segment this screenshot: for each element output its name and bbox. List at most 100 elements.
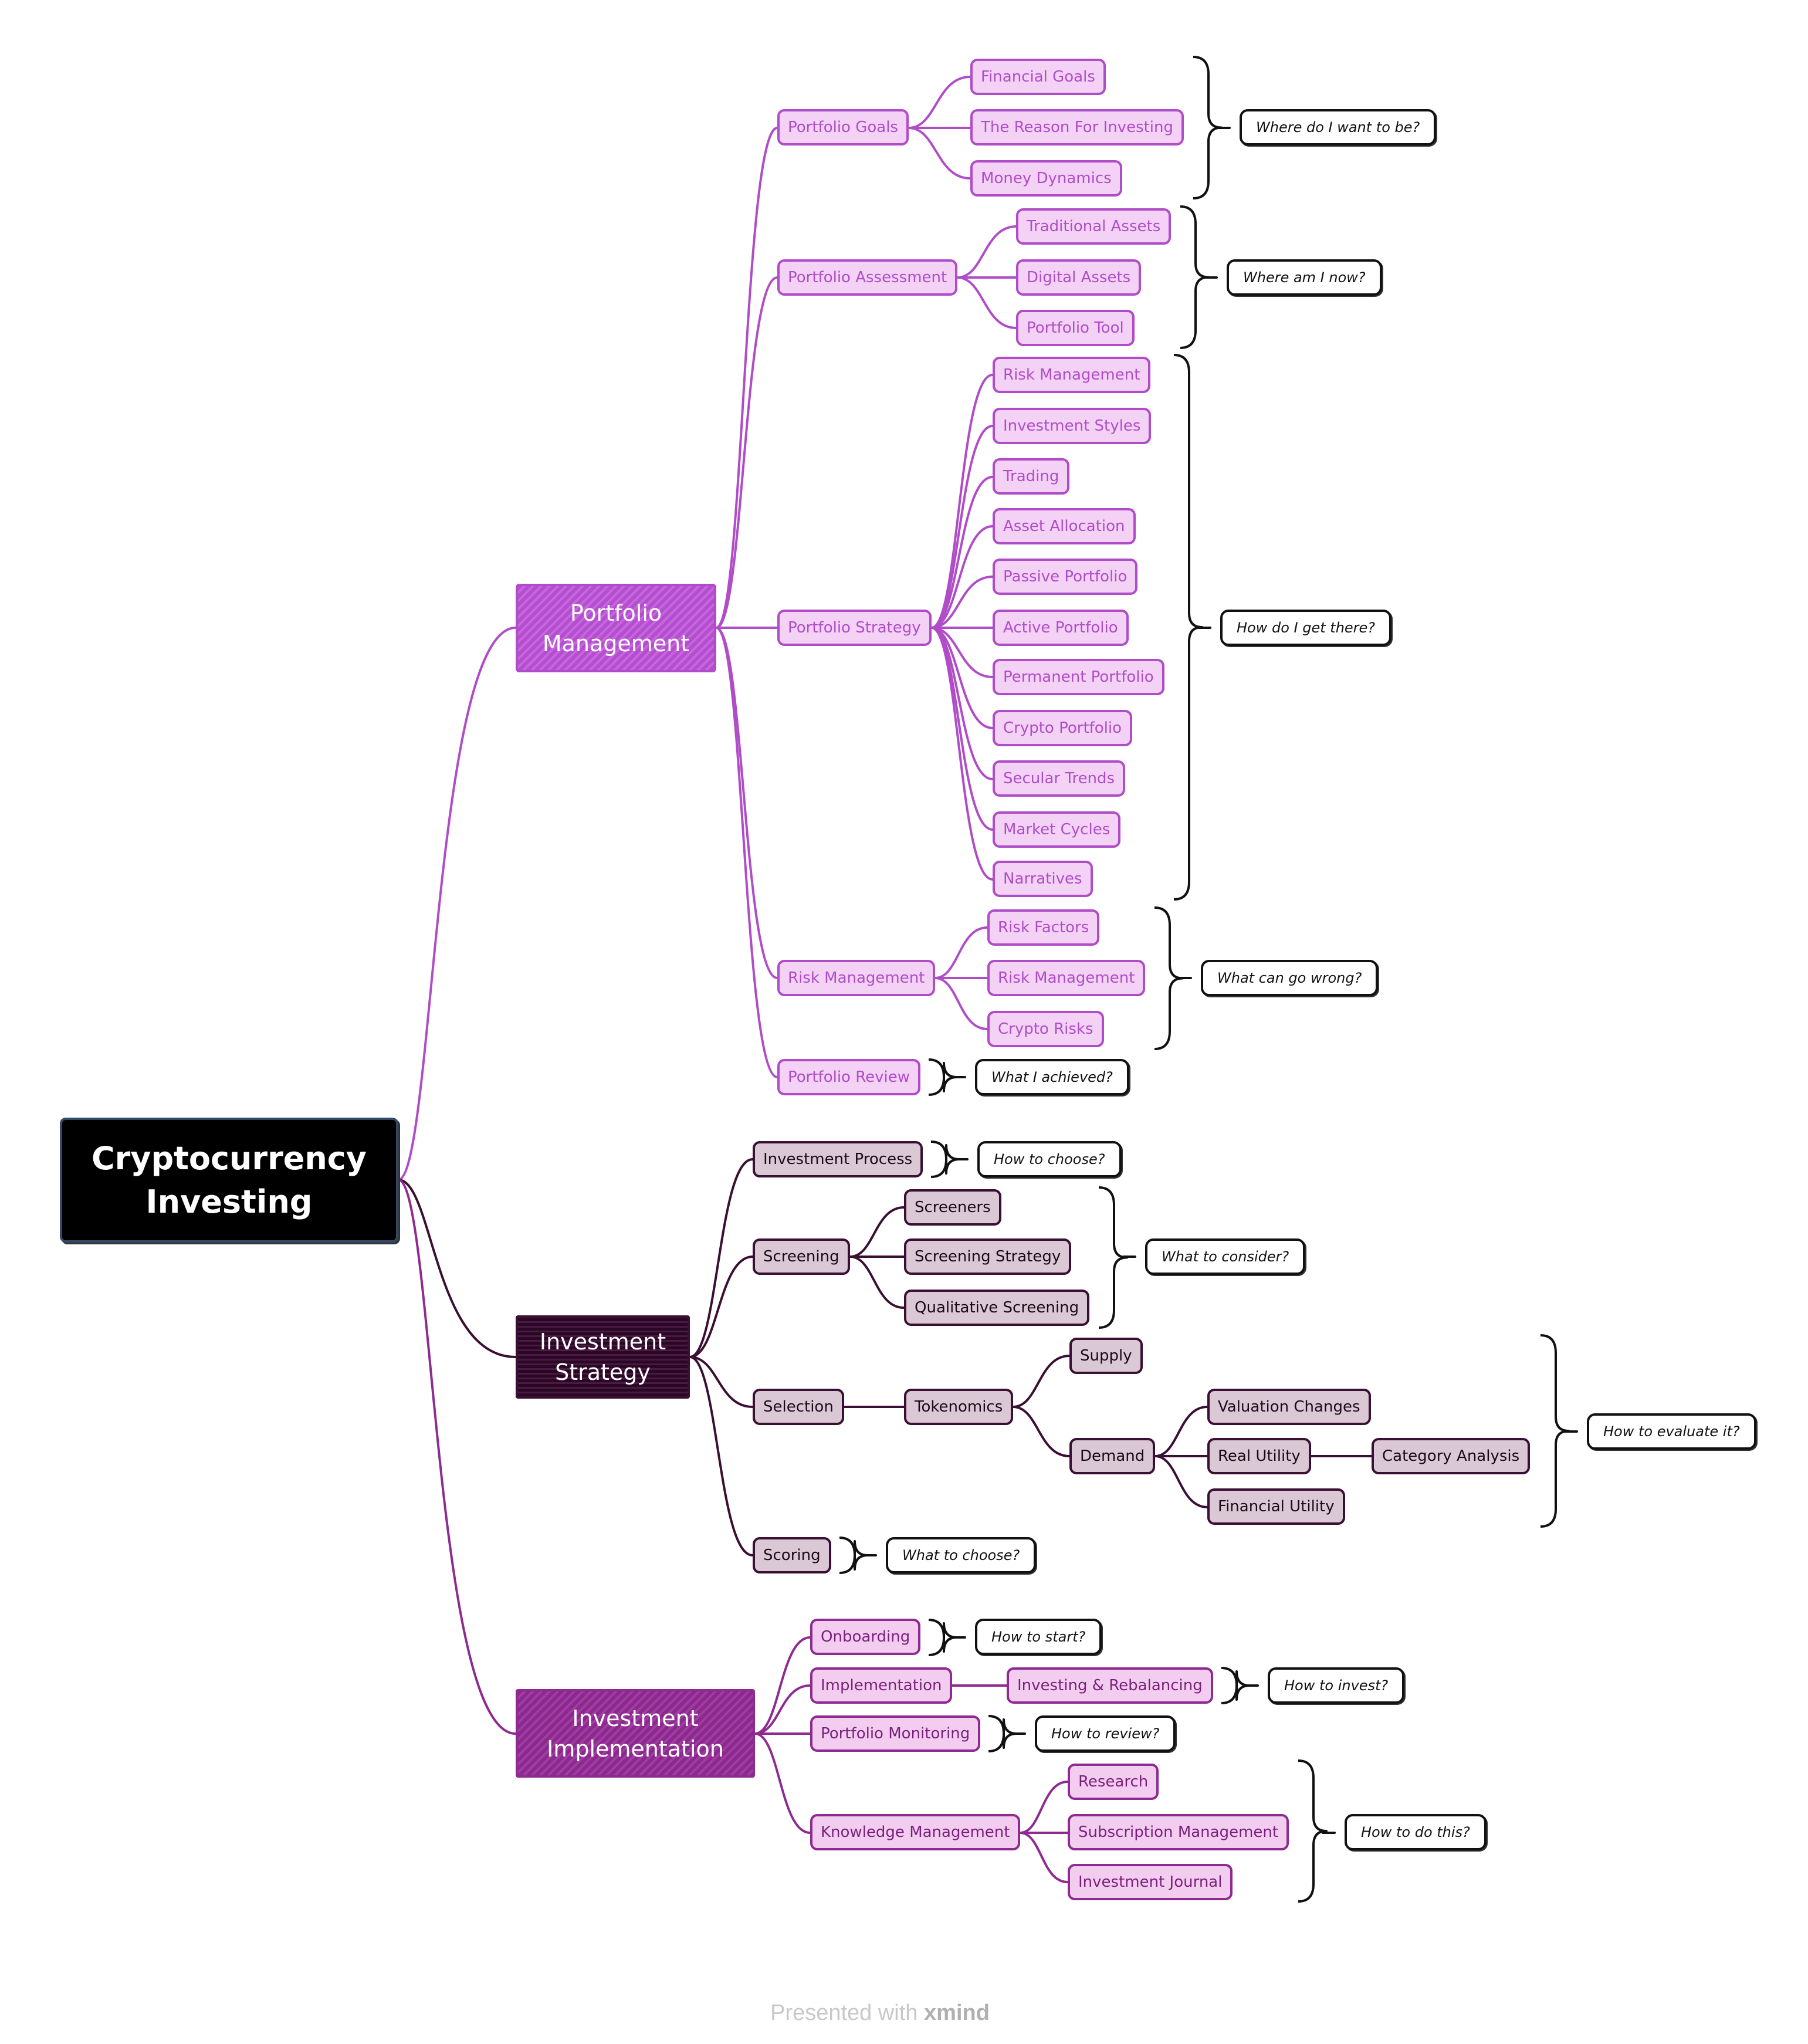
connector-portfolio-leaf (908, 127, 971, 180)
connector-portfolio-leaf (934, 977, 988, 1030)
subtopic-node[interactable]: Risk Management (993, 357, 1151, 393)
topic-portfolio-assessment[interactable]: Portfolio Assessment (777, 259, 958, 296)
question-box[interactable]: How to review? (1035, 1715, 1176, 1752)
subtopic-node[interactable]: Investment Journal (1068, 1864, 1233, 1900)
connector-portfolio-leaf (930, 627, 994, 678)
connector-line (1012, 1406, 1071, 1457)
connector-portfolio-leaf (956, 225, 1017, 279)
question-box[interactable]: How to choose? (977, 1141, 1122, 1177)
subtopic-node[interactable]: Traditional Assets (1016, 208, 1172, 245)
connector-line (1154, 1455, 1208, 1508)
subtopic-node[interactable]: Permanent Portfolio (993, 659, 1164, 695)
topic-investment-process[interactable]: Investment Process (753, 1141, 923, 1177)
topic-portfolio-review[interactable]: Portfolio Review (777, 1059, 920, 1095)
connector-portfolio-sub (715, 627, 778, 979)
connector-line (1019, 1781, 1069, 1834)
subtopic-node[interactable]: Portfolio Tool (1016, 310, 1135, 346)
subtopic-node[interactable]: Valuation Changes (1207, 1389, 1371, 1425)
subtopic-node[interactable]: Research (1068, 1764, 1159, 1800)
connector-portfolio-sub (715, 627, 778, 1078)
topic-demand[interactable]: Demand (1069, 1438, 1156, 1474)
topic-screening[interactable]: Screening (753, 1238, 850, 1275)
question-box[interactable]: How to start? (975, 1619, 1102, 1655)
connector-root-implementation (397, 1179, 517, 1735)
subtopic-node[interactable]: Screening Strategy (904, 1238, 1072, 1275)
question-box[interactable]: What to consider? (1145, 1238, 1306, 1275)
branch-portfolio-management[interactable]: Portfolio Management (516, 584, 716, 672)
subtopic-node[interactable]: Crypto Risks (987, 1011, 1104, 1047)
connector-line (689, 1158, 754, 1358)
topic-scoring[interactable]: Scoring (753, 1537, 831, 1573)
subtopic-node[interactable]: Financial Goals (970, 59, 1106, 95)
summary-brace (1298, 1759, 1328, 1903)
connector-line (689, 1356, 754, 1408)
subtopic-node[interactable]: Financial Utility (1207, 1488, 1345, 1525)
question-box[interactable]: How to evaluate it? (1587, 1413, 1756, 1450)
subtopic-node[interactable]: Digital Assets (1016, 259, 1142, 296)
subtopic-node[interactable]: Trading (993, 458, 1070, 495)
question-box[interactable]: What can go wrong? (1201, 960, 1379, 996)
question-box[interactable]: Where am I now? (1227, 259, 1382, 296)
question-box[interactable]: How to invest? (1268, 1667, 1405, 1704)
topic-portfolio-goals[interactable]: Portfolio Goals (777, 109, 909, 145)
connector-portfolio-leaf (930, 476, 994, 629)
topic-risk-management[interactable]: Risk Management (777, 960, 936, 996)
question-box[interactable]: What I achieved? (975, 1059, 1129, 1095)
connector-root-strategy (397, 1179, 517, 1358)
connector-line (1019, 1832, 1069, 1883)
subtopic-node[interactable]: Risk Factors (987, 909, 1100, 946)
topic-onboarding[interactable]: Onboarding (810, 1619, 921, 1655)
connector-portfolio-leaf (934, 926, 988, 979)
connector-line (689, 1356, 754, 1556)
connector-line (1012, 1355, 1071, 1408)
topic-category-analysis[interactable]: Category Analysis (1372, 1438, 1531, 1474)
subtopic-node[interactable]: Narratives (993, 861, 1093, 897)
connector-portfolio-leaf (930, 627, 994, 780)
topic-selection[interactable]: Selection (753, 1389, 844, 1425)
connector-portfolio-sub (715, 276, 778, 629)
topic-implementation[interactable]: Implementation (810, 1667, 953, 1704)
subtopic-node[interactable]: Subscription Management (1068, 1814, 1289, 1850)
connector-portfolio-leaf (930, 627, 994, 881)
footer-prefix: Presented with (770, 2001, 918, 2025)
branch-investment-strategy[interactable]: Investment Strategy (516, 1315, 690, 1399)
question-box[interactable]: How to do this? (1345, 1814, 1487, 1850)
connector-portfolio-leaf (930, 627, 994, 729)
topic-portfolio-strategy[interactable]: Portfolio Strategy (777, 610, 932, 646)
topic-tokenomics[interactable]: Tokenomics (904, 1389, 1014, 1425)
connector-line (849, 1206, 905, 1258)
subtopic-node[interactable]: Crypto Portfolio (993, 710, 1133, 746)
question-box[interactable]: How do I get there? (1220, 610, 1392, 646)
subtopic-node[interactable]: Investment Styles (993, 408, 1152, 444)
topic-portfolio-monitoring[interactable]: Portfolio Monitoring (810, 1715, 981, 1752)
topic-investing-rebalancing[interactable]: Investing & Rebalancing (1007, 1667, 1213, 1704)
subtopic-node[interactable]: Risk Management (987, 960, 1146, 996)
subtopic-node[interactable]: Asset Allocation (993, 508, 1136, 544)
root-topic[interactable]: Cryptocurrency Investing (60, 1118, 398, 1243)
subtopic-node[interactable]: Money Dynamics (970, 160, 1122, 197)
subtopic-node[interactable]: Screeners (904, 1189, 1001, 1226)
subtopic-node[interactable]: Secular Trends (993, 760, 1126, 797)
footer-credit: Presented with xmind (704, 2001, 1056, 2026)
connector-line (1154, 1406, 1208, 1457)
topic-knowledge-management[interactable]: Knowledge Management (810, 1814, 1021, 1850)
connector-portfolio-leaf (930, 425, 994, 629)
subtopic-node[interactable]: Passive Portfolio (993, 559, 1138, 595)
subtopic-node[interactable]: Active Portfolio (993, 610, 1129, 646)
xmind-logo: xmind (924, 2001, 990, 2025)
subtopic-node[interactable]: Qualitative Screening (904, 1290, 1090, 1326)
question-box[interactable]: What to choose? (886, 1537, 1037, 1573)
connector-line (849, 1255, 905, 1309)
connector-portfolio-leaf (930, 374, 994, 629)
branch-investment-implementation[interactable]: Investment Implementation (516, 1689, 755, 1778)
connector-root-portfolio (397, 627, 517, 1181)
topic-supply[interactable]: Supply (1069, 1338, 1143, 1374)
connector-line (689, 1255, 754, 1358)
subtopic-node[interactable]: Market Cycles (993, 811, 1121, 848)
connector-portfolio-leaf (908, 76, 971, 129)
question-box[interactable]: Where do I want to be? (1240, 109, 1437, 145)
subtopic-node[interactable]: Real Utility (1207, 1438, 1311, 1474)
subtopic-node[interactable]: The Reason For Investing (970, 109, 1184, 145)
